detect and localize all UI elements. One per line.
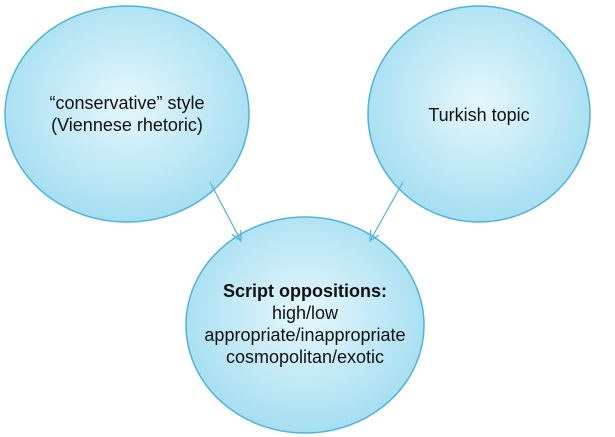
arrow-style-to-oppositions — [209, 181, 241, 241]
ellipse-script-oppositions — [185, 216, 425, 434]
node-conservative-style-line1: “conservative” style — [49, 93, 205, 113]
ellipse-conservative-style — [4, 5, 250, 223]
ellipse-turkish-topic — [367, 5, 591, 223]
opposition-item: high/low — [271, 303, 339, 323]
node-conservative-style-line2: (Viennese rhetoric) — [51, 115, 203, 135]
opposition-item: cosmopolitan/exotic — [225, 347, 385, 367]
node-script-oppositions: Script oppositions: high/low appropriate… — [195, 278, 415, 370]
opposition-item: appropriate/inappropriate — [204, 325, 406, 345]
node-conservative-style: “conservative” style (Viennese rhetoric) — [27, 84, 227, 144]
arrow-topic-to-oppositions — [370, 181, 404, 241]
node-turkish-topic: Turkish topic — [384, 100, 574, 130]
node-script-oppositions-heading: Script oppositions: — [223, 281, 387, 301]
node-turkish-topic-label: Turkish topic — [428, 105, 530, 125]
